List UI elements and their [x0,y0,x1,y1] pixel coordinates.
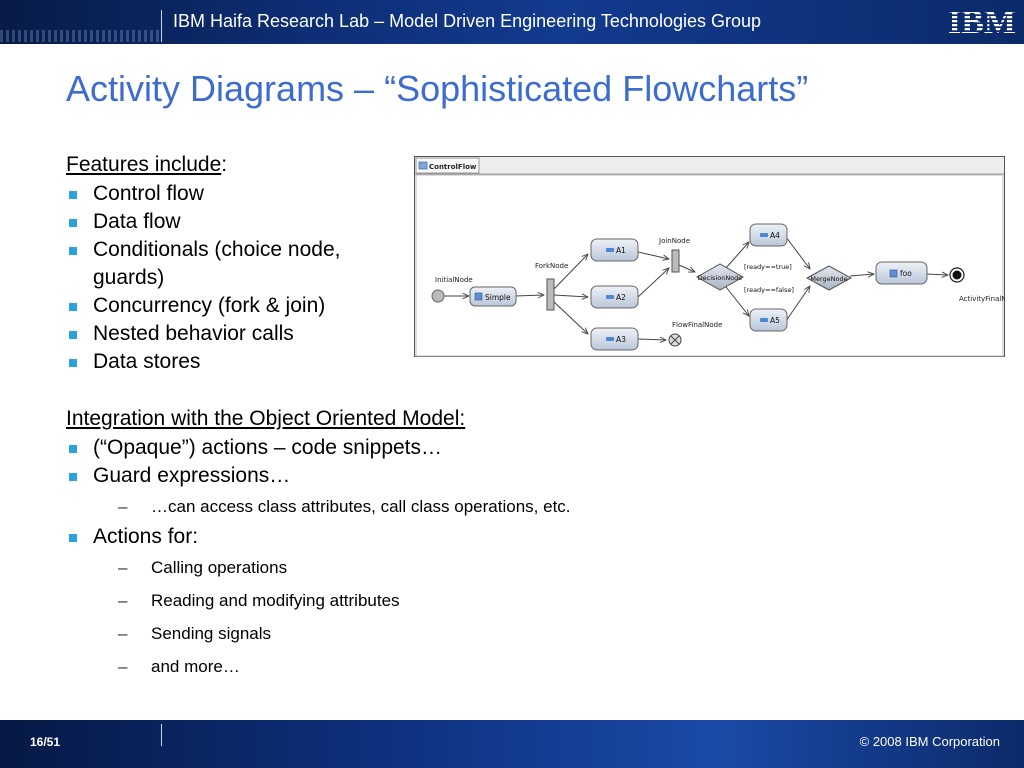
merge-node: MergeNode [805,265,853,291]
svg-text:JoinNode: JoinNode [658,237,690,245]
actions-list: Actions for: [66,523,626,551]
header-decoration [0,30,160,42]
svg-text:InitialNode: InitialNode [435,276,473,284]
svg-text:DecisionNode: DecisionNode [698,274,743,282]
svg-text:A3: A3 [616,335,626,344]
svg-text:Simple: Simple [485,293,511,302]
action-foo: foo [875,261,928,285]
svg-text:ActivityFinalNode: ActivityFinalNode [959,295,1005,303]
sub-list-item: and more… [66,650,626,683]
svg-text:A4: A4 [770,231,780,240]
svg-text:FlowFinalNode: FlowFinalNode [672,321,722,329]
action-a1: A1 [590,238,639,262]
svg-text:A2: A2 [616,293,626,302]
page-number: 16/51 [30,735,61,749]
features-list: Control flow Data flow Conditionals (cho… [66,180,626,376]
action-a2: A2 [590,285,639,309]
footer-band: 16/51 © 2008 IBM Corporation [0,720,1024,768]
list-item: Conditionals (choice node, guards) [66,236,398,292]
list-item: Data stores [66,348,626,376]
svg-text:ForkNode: ForkNode [535,262,568,270]
header-title: IBM Haifa Research Lab – Model Driven En… [173,11,761,31]
svg-text:ControlFlow: ControlFlow [429,163,477,171]
footer-separator [161,724,162,746]
features-heading: Features include: [66,153,228,176]
join-node: JoinNode [658,237,690,273]
copyright-text: © 2008 IBM Corporation [859,734,1000,749]
slide-content: Features include: Control flow Data flow… [66,150,626,683]
ibm-logo: IBM [948,4,1016,38]
sub-list-item: …can access class attributes, call class… [66,490,626,523]
initial-node: InitialNode [431,276,473,303]
activity-final-node: ActivityFinalNode [949,267,1005,303]
list-item: Control flow [66,180,626,208]
actions-sublist: Calling operations Reading and modifying… [66,551,626,683]
activity-diagram: ControlFlow InitialNode Simple ForkNode [414,156,1005,357]
action-a3: A3 [590,327,639,351]
header-band: IBM Haifa Research Lab – Model Driven En… [0,0,1024,44]
header-separator [161,10,162,42]
integration-heading: Integration with the Object Oriented Mod… [66,407,466,430]
flow-final-node: FlowFinalNode [668,321,722,347]
tab-controlflow[interactable]: ControlFlow [415,157,480,174]
decision-node: DecisionNode [695,263,745,291]
list-item: Concurrency (fork & join) [66,292,626,320]
list-item: Actions for: [66,523,626,551]
svg-text:A1: A1 [616,246,626,255]
svg-text:foo: foo [900,269,912,278]
list-item: (“Opaque”) actions – code snippets… [66,434,626,462]
sub-list-item: Reading and modifying attributes [66,584,626,617]
guard-false: [ready==false] [744,286,794,294]
integration-list: (“Opaque”) actions – code snippets… Guar… [66,434,626,490]
list-item: Nested behavior calls [66,320,626,348]
action-simple: Simple [469,286,517,307]
action-a5: A5 [749,308,788,332]
guard-true: [ready==true] [744,263,792,271]
list-item: Guard expressions… [66,462,626,490]
sub-list-item: Sending signals [66,617,626,650]
svg-text:IBM: IBM [948,4,1016,38]
list-item: Data flow [66,208,626,236]
fork-node: ForkNode [535,262,568,311]
page-title: Activity Diagrams – “Sophisticated Flowc… [66,68,809,109]
svg-text:MergeNode: MergeNode [810,275,847,283]
svg-text:A5: A5 [770,316,780,325]
guard-sublist: …can access class attributes, call class… [66,490,626,523]
action-a4: A4 [749,223,788,247]
sub-list-item: Calling operations [66,551,626,584]
